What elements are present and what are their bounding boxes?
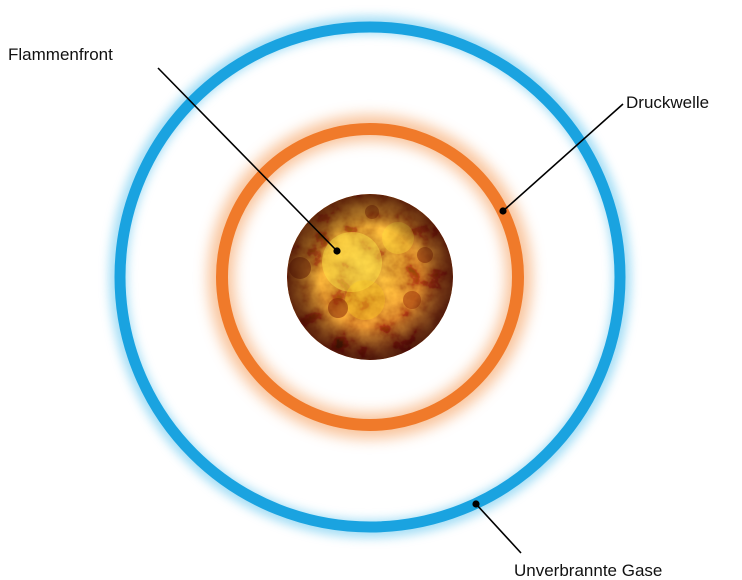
unburned-gas-leader-dot [472, 500, 479, 507]
flame-front-core [287, 194, 453, 360]
unburned-gas-leader-line [476, 504, 521, 553]
flame-front-leader-line [158, 68, 337, 251]
unburned-gas-label: Unverbrannte Gase [514, 561, 662, 580]
pressure-wave-leader-dot [499, 207, 506, 214]
flame-front-label: Flammenfront [8, 45, 113, 64]
pressure-wave-label: Druckwelle [626, 93, 709, 112]
flame-front-leader-dot [333, 247, 340, 254]
